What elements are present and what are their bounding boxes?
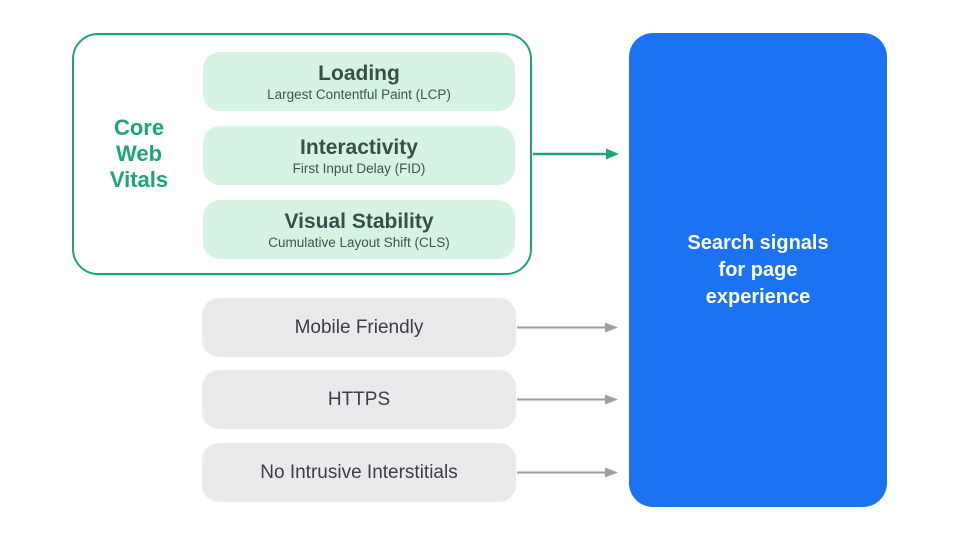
pill-visual-stability: Visual Stability Cumulative Layout Shift… (203, 200, 515, 259)
pill-https: HTTPS (202, 370, 516, 429)
pill-loading-title: Loading (318, 61, 400, 85)
pill-loading-subtitle: Largest Contentful Paint (LCP) (267, 86, 451, 102)
search-signals-label: Search signals for page experience (687, 231, 829, 308)
pill-no-intrusive-interstitials: No Intrusive Interstitials (202, 443, 516, 502)
core-web-vitals-group: Core Web Vitals Loading Largest Contentf… (72, 33, 532, 275)
pill-no-intrusive-interstitials-label: No Intrusive Interstitials (260, 461, 458, 483)
core-web-vitals-label: Core Web Vitals (109, 115, 169, 192)
core-web-vitals-pills: Loading Largest Contentful Paint (LCP) I… (203, 52, 515, 274)
pill-mobile-friendly-label: Mobile Friendly (294, 316, 424, 338)
pill-loading: Loading Largest Contentful Paint (LCP) (203, 52, 515, 111)
arrow-no-intrusive-interstitials-icon (517, 467, 618, 478)
search-signals-box: Search signals for page experience (629, 33, 887, 507)
pill-interactivity-title: Interactivity (300, 135, 418, 159)
arrow-mobile-friendly-icon (517, 322, 618, 333)
pill-https-label: HTTPS (327, 388, 391, 410)
arrow-core-web-vitals-icon (533, 148, 619, 160)
pill-interactivity: Interactivity First Input Delay (FID) (203, 126, 515, 185)
arrow-https-icon (517, 394, 618, 405)
pill-mobile-friendly: Mobile Friendly (202, 298, 516, 357)
pill-visual-stability-title: Visual Stability (284, 209, 434, 233)
pill-visual-stability-subtitle: Cumulative Layout Shift (CLS) (268, 234, 450, 250)
pill-interactivity-subtitle: First Input Delay (FID) (292, 160, 426, 176)
